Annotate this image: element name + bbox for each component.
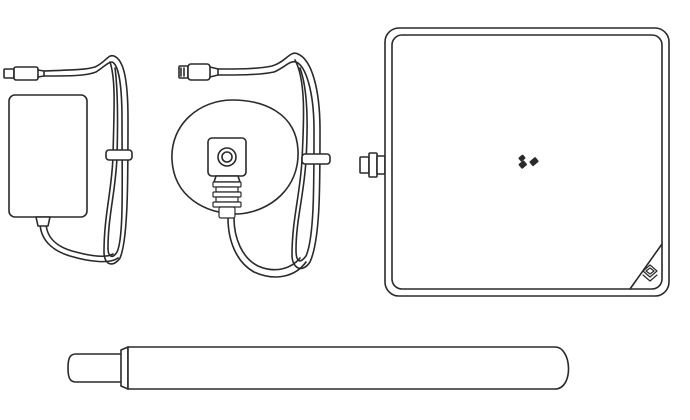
- adapter-dc-plug: [3, 66, 45, 81]
- logo-mark-icon: [518, 154, 539, 169]
- antenna-end-cap: [67, 353, 122, 383]
- power-adapter: [3, 54, 133, 265]
- adapter-cable-strap: [105, 149, 133, 161]
- pad-inner-panel: [391, 34, 663, 290]
- puck-cable-strap: [301, 153, 331, 165]
- wireless-charging-puck: [171, 52, 331, 278]
- charging-pad: [359, 27, 670, 297]
- puck-dc-plug: [178, 63, 219, 81]
- pad-side-connector: [359, 152, 386, 178]
- adapter-body: [8, 94, 88, 218]
- pad-outer-shell: [384, 27, 670, 297]
- corner-logo-icon: [642, 264, 658, 282]
- pad-corner-cut: [629, 243, 663, 290]
- puck-connector: [207, 137, 247, 219]
- antenna-body: [127, 346, 570, 390]
- adapter-strain-relief: [35, 216, 51, 227]
- antenna-collar: [120, 346, 129, 390]
- antenna-tube: [67, 346, 570, 390]
